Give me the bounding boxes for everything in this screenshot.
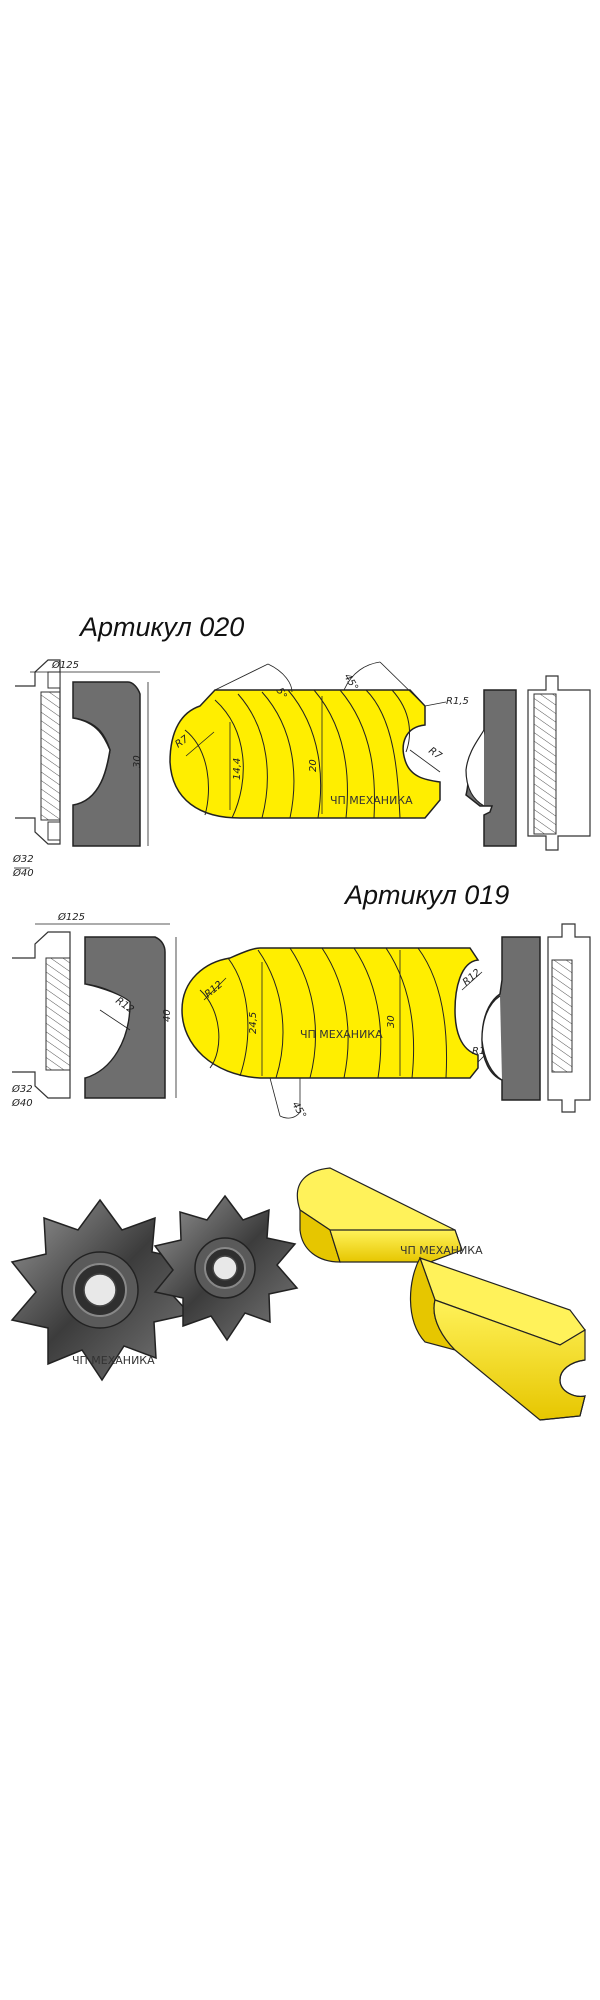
dim-h30-020: 30 bbox=[132, 755, 143, 768]
dim-d40-019: Ø40 bbox=[11, 1097, 33, 1109]
cutter-photo: ЧП МЕХАНИКА bbox=[10, 1194, 299, 1382]
right-cutter-body-020 bbox=[527, 675, 591, 851]
article-020-title: Артикул 020 bbox=[80, 612, 245, 642]
right-cutter-body-019 bbox=[547, 923, 591, 1113]
dim-a5-020: 5° bbox=[273, 686, 288, 701]
wood-profile-019: R12 24,5 30 ЧП МЕХАНИКА bbox=[181, 947, 480, 1079]
article-019-title: Артикул 019 bbox=[345, 880, 510, 910]
dim-r1-019: R1 bbox=[472, 1046, 485, 1057]
dim-d32-020: Ø32 bbox=[12, 853, 34, 865]
dim-d32-019: Ø32 bbox=[11, 1083, 33, 1095]
dim-h20-020: 20 bbox=[308, 759, 319, 772]
watermark-019: ЧП МЕХАНИКА bbox=[300, 1028, 383, 1041]
left-cutter-body-020 bbox=[15, 659, 61, 845]
dim-r7-right-020: R7 bbox=[426, 745, 444, 762]
profile-3d-render: ЧП МЕХАНИКА bbox=[296, 1167, 586, 1421]
dim-h245-019: 24,5 bbox=[248, 1012, 259, 1034]
dim-d40-020: Ø40 bbox=[12, 867, 34, 879]
watermark-render: ЧП МЕХАНИКА bbox=[400, 1244, 483, 1257]
article-020-drawing: Ø125 30 Ø32 Ø40 R7 14,4 20 ЧП МЕХАНИКА bbox=[12, 659, 591, 879]
wood-profile-020: R7 14,4 20 ЧП МЕХАНИКА bbox=[169, 689, 441, 819]
watermark-photo: ЧП МЕХАНИКА bbox=[72, 1354, 155, 1367]
dim-h14-020: 14,4 bbox=[232, 758, 243, 780]
dim-d125-020: Ø125 bbox=[51, 659, 79, 671]
left-cutter-body-019 bbox=[12, 931, 71, 1099]
dim-h30-019: 30 bbox=[386, 1015, 397, 1028]
watermark-020: ЧП МЕХАНИКА bbox=[330, 794, 413, 807]
article-019-drawing: Ø125 40 R12 Ø32 Ø40 R12 24,5 30 ЧП МЕХАН… bbox=[11, 911, 591, 1121]
dim-h40-019: 40 bbox=[162, 1009, 173, 1022]
dim-d125-019: Ø125 bbox=[57, 911, 85, 923]
dim-r15-020: R1,5 bbox=[446, 696, 469, 707]
